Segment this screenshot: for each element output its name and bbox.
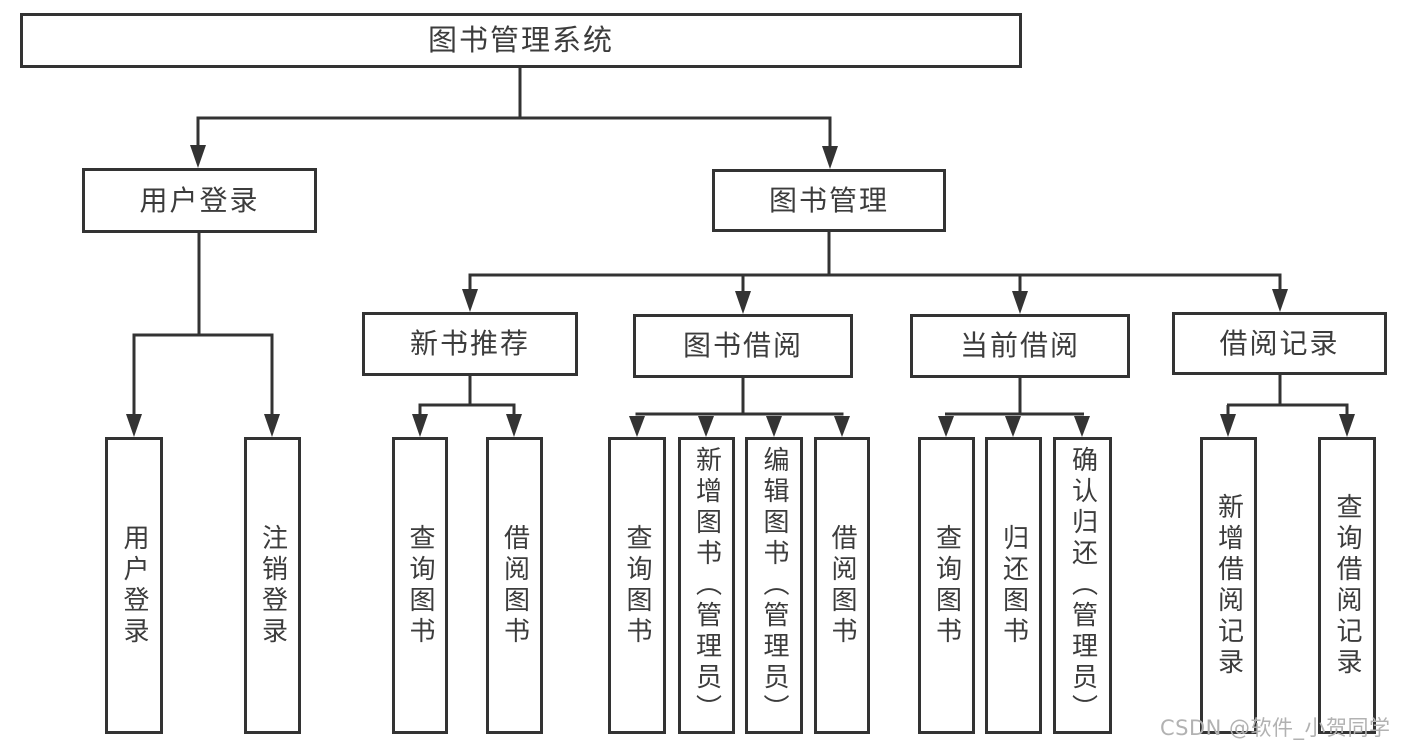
csdn-watermark: CSDN @软件_小贺同学 — [1160, 716, 1391, 740]
node-current-borrowing: 当前借阅 — [910, 314, 1130, 378]
leaf-query-books-borrowing: 查询图书 — [608, 437, 666, 734]
leaf-confirm-return-admin: 确认归还（管理员） — [1053, 437, 1112, 734]
leaf-add-book-admin: 新增图书（管理员） — [678, 437, 735, 734]
node-book-management-branch: 图书管理 — [712, 169, 946, 232]
leaf-query-books-current: 查询图书 — [918, 437, 975, 734]
node-borrowing-records: 借阅记录 — [1172, 312, 1387, 375]
leaf-borrow-books-recommend: 借阅图书 — [486, 437, 543, 734]
leaf-query-books-recommend: 查询图书 — [392, 437, 448, 734]
node-library-management-system: 图书管理系统 — [20, 13, 1022, 68]
leaf-query-borrow-record: 查询借阅记录 — [1318, 437, 1376, 734]
node-new-book-recommendation: 新书推荐 — [362, 312, 578, 376]
leaf-user-login: 用户登录 — [105, 437, 163, 734]
node-book-borrowing: 图书借阅 — [633, 314, 853, 378]
leaf-logout: 注销登录 — [244, 437, 301, 734]
leaf-add-borrow-record: 新增借阅记录 — [1200, 437, 1257, 734]
leaf-borrow-books: 借阅图书 — [814, 437, 870, 734]
leaf-edit-book-admin: 编辑图书（管理员） — [745, 437, 803, 734]
leaf-return-book: 归还图书 — [985, 437, 1042, 734]
node-user-login-branch: 用户登录 — [82, 168, 317, 233]
